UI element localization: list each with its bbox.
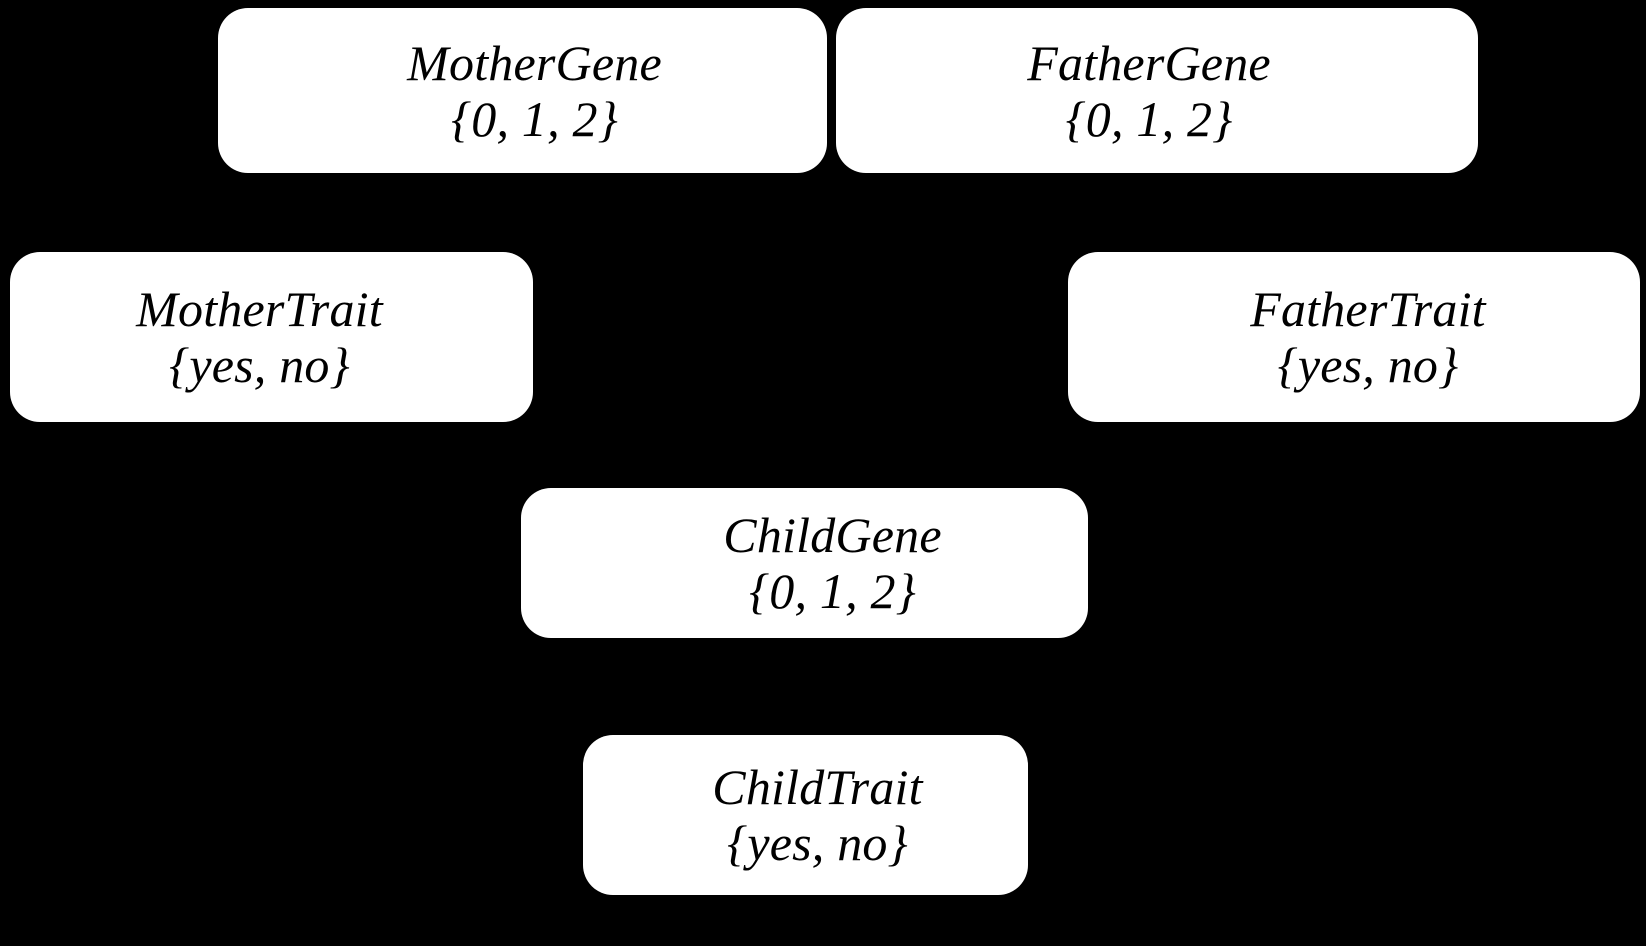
node-mother-trait-text: MotherTrait {yes, no} bbox=[136, 281, 383, 393]
node-child-trait-text: ChildTrait {yes, no} bbox=[712, 759, 922, 871]
node-father-gene-label: FatherGene bbox=[1027, 34, 1271, 91]
node-child-gene-text: ChildGene {0, 1, 2} bbox=[723, 507, 941, 619]
node-mother-trait-domain: {yes, no} bbox=[169, 337, 350, 393]
node-father-trait-label: FatherTrait bbox=[1250, 281, 1486, 337]
node-child-trait-label: ChildTrait bbox=[712, 759, 923, 815]
node-child-trait[interactable]: ChildTrait {yes, no} bbox=[583, 735, 1028, 895]
node-mother-trait[interactable]: MotherTrait {yes, no} bbox=[10, 252, 533, 422]
node-child-trait-domain: {yes, no} bbox=[727, 815, 908, 871]
node-father-gene-domain: {0, 1, 2} bbox=[1065, 90, 1233, 147]
node-father-trait[interactable]: FatherTrait {yes, no} bbox=[1068, 252, 1640, 422]
node-child-gene[interactable]: ChildGene {0, 1, 2} bbox=[521, 488, 1088, 638]
node-mother-gene-text: MotherGene {0, 1, 2} bbox=[407, 35, 662, 147]
node-mother-gene[interactable]: MotherGene {0, 1, 2} bbox=[218, 8, 827, 173]
node-mother-trait-label: MotherTrait bbox=[136, 281, 383, 337]
node-father-gene-text: FatherGene {0, 1, 2} bbox=[1027, 35, 1271, 147]
node-father-trait-text: FatherTrait {yes, no} bbox=[1250, 281, 1486, 393]
node-mother-gene-domain: {0, 1, 2} bbox=[451, 90, 618, 147]
node-child-gene-domain: {0, 1, 2} bbox=[749, 563, 916, 619]
node-father-trait-domain: {yes, no} bbox=[1277, 337, 1459, 393]
node-child-gene-label: ChildGene bbox=[723, 507, 942, 563]
node-father-gene[interactable]: FatherGene {0, 1, 2} bbox=[836, 8, 1478, 173]
node-mother-gene-label: MotherGene bbox=[407, 34, 662, 91]
